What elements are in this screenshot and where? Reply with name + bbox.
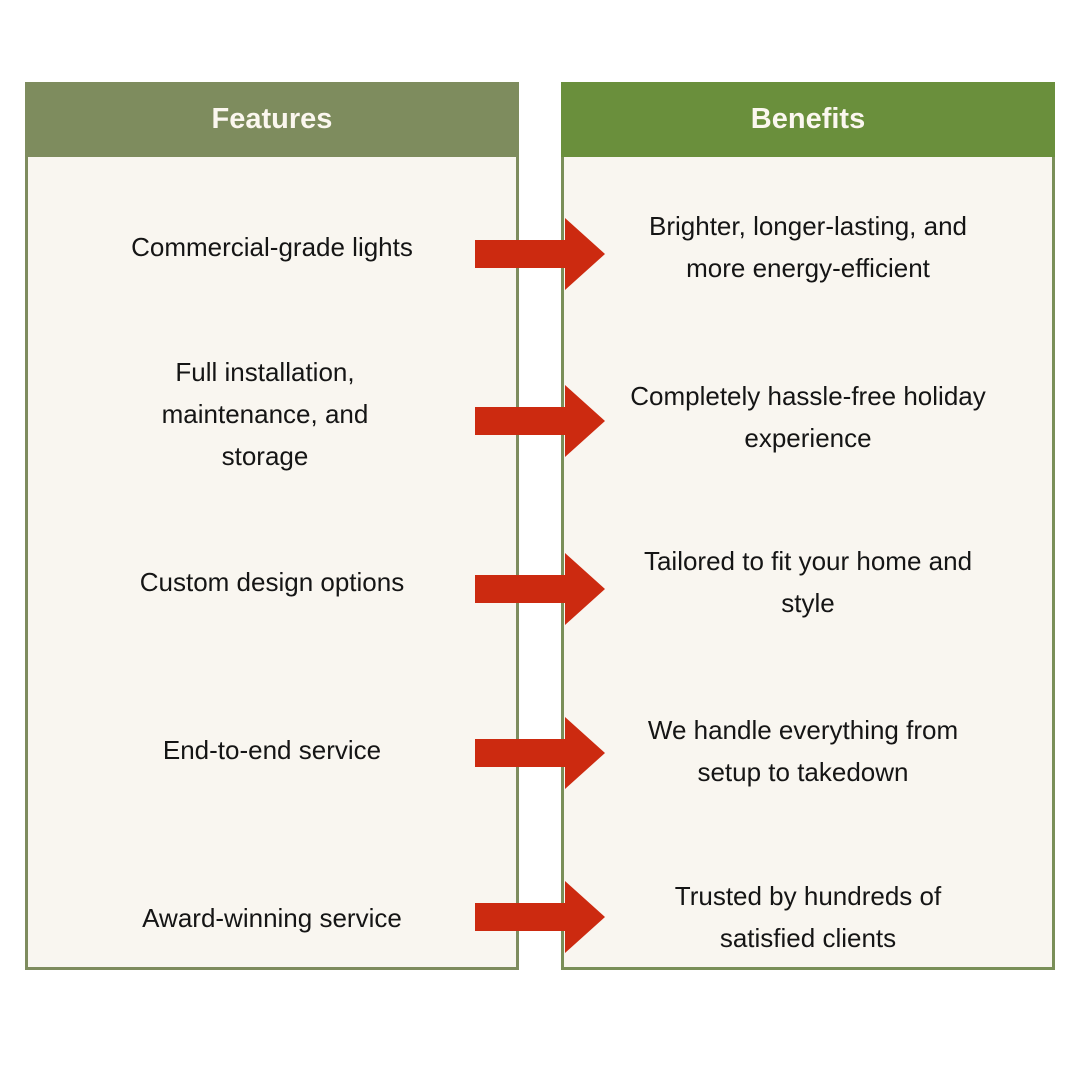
arrow-right-icon [475,218,605,290]
benefit-text: Brighter, longer-lasting, and more energ… [649,211,967,283]
benefit-text: We handle everything from setup to taked… [647,715,959,787]
feature-text: Custom design options [139,567,405,597]
feature-text: Commercial-grade lights [131,232,413,262]
feature-text: End-to-end service [162,735,382,765]
benefits-panel: Benefits [561,82,1055,970]
arrow-right-icon [475,553,605,625]
benefit-text: Completely hassle-free holiday experienc… [630,381,986,453]
features-header: Features [25,82,519,157]
feature-text: Award-winning service [142,903,402,933]
arrow-right-icon [475,881,605,953]
benefit-text: Tailored to fit your home and style [643,546,973,618]
benefit-text: Trusted by hundreds of satisfied clients [674,881,942,953]
feature-text: Full installation, maintenance, and stor… [161,357,369,471]
arrow-right-icon [475,385,605,457]
benefits-header: Benefits [561,82,1055,157]
arrow-right-icon [475,717,605,789]
features-panel: Features [25,82,519,970]
